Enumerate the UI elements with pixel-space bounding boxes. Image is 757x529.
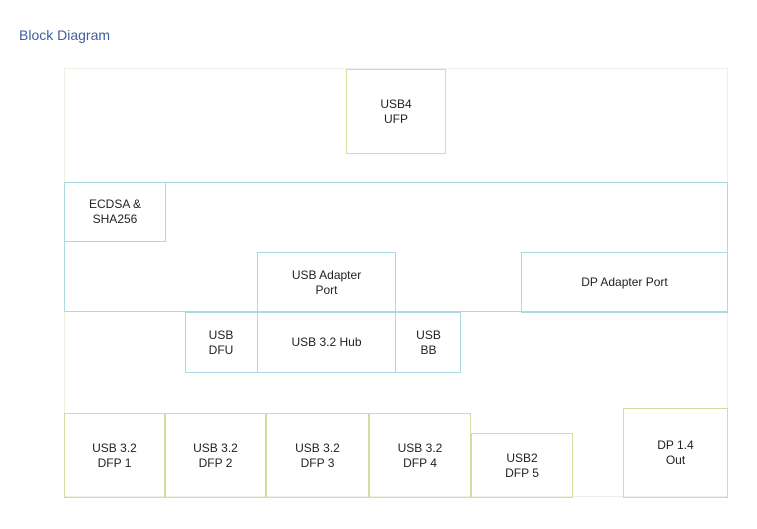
- usb-adapter-port-block: USB Adapter Port: [257, 252, 396, 313]
- usb32-dfp1-block: USB 3.2 DFP 1: [64, 413, 165, 498]
- usb32-dfp4-block: USB 3.2 DFP 4: [369, 413, 471, 498]
- diagram-title: Block Diagram: [19, 27, 111, 43]
- usb32-dfp3-block: USB 3.2 DFP 3: [266, 413, 369, 498]
- usb32-hub-block: USB 3.2 Hub: [257, 312, 396, 373]
- usb2-dfp5-block: USB2 DFP 5: [471, 433, 573, 498]
- usb-dfu-block: USB DFU: [208, 327, 234, 357]
- dp14-out-block: DP 1.4 Out: [623, 408, 728, 498]
- usb-bb-block: USB BB: [416, 327, 441, 357]
- usb4-ufp-block: USB4 UFP: [346, 69, 446, 154]
- usb32-dfp2-block: USB 3.2 DFP 2: [165, 413, 266, 498]
- router-container: [64, 182, 728, 312]
- ecdsa-sha256-block: ECDSA & SHA256: [64, 182, 166, 242]
- dp-adapter-port-block: DP Adapter Port: [521, 252, 728, 313]
